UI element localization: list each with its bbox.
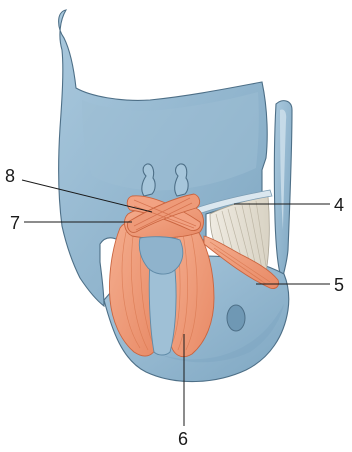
label-6: 6 (178, 429, 188, 449)
left-corniculate-cartilage (142, 164, 155, 196)
label-8: 8 (5, 166, 15, 186)
label-7: 7 (10, 213, 20, 233)
cricothyroid-facet (227, 305, 245, 331)
label-4: 4 (334, 195, 344, 215)
right-corniculate-cartilage (175, 164, 188, 196)
label-5: 5 (334, 275, 344, 295)
